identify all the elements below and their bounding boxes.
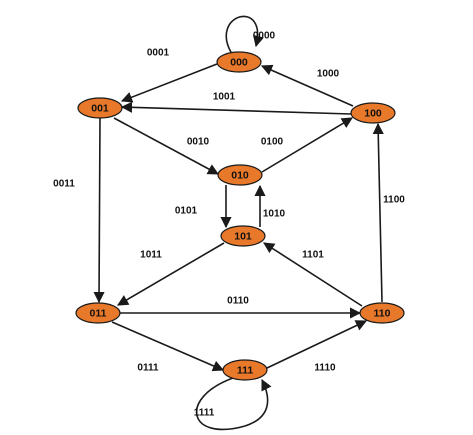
node-label-101: 101 [234, 230, 252, 242]
node-shape-101 [220, 225, 266, 247]
node-shape-010 [217, 164, 263, 186]
node-label-000: 000 [230, 56, 248, 68]
edge-label-1010: 1010 [263, 209, 286, 220]
edge-000-to-001 [120, 63, 218, 103]
edge-label-0010: 0010 [187, 137, 210, 148]
edge-label-1100: 1100 [383, 195, 405, 206]
edge-label-1011: 1011 [140, 250, 162, 261]
edge-001-to-010 [113, 117, 219, 175]
edge-label-0101: 0101 [175, 206, 198, 217]
node-010: 010 [217, 164, 263, 186]
node-001: 001 [77, 97, 123, 119]
node-label-001: 001 [91, 102, 109, 114]
edge-label-0111: 0111 [137, 363, 159, 374]
edge-label-1000: 1000 [317, 69, 340, 80]
node-label-011: 011 [90, 307, 107, 319]
edge-label-0001: 0001 [147, 48, 170, 59]
edge-100-to-000 [260, 64, 354, 107]
node-101: 101 [220, 225, 266, 247]
edge-110-to-100 [372, 122, 384, 303]
edge-label-0110: 0110 [227, 296, 249, 307]
node-100: 100 [350, 102, 396, 124]
node-label-111: 111 [237, 364, 254, 376]
edge-label-1101: 1101 [302, 250, 324, 261]
edge-label-1110: 1110 [314, 363, 336, 374]
node-shape-111 [222, 359, 268, 381]
edge-label-0011: 0011 [53, 179, 75, 190]
edge-110-to-101 [263, 242, 363, 307]
edges-layer [93, 15, 384, 431]
edge-101-to-011 [117, 242, 225, 306]
node-110: 110 [359, 302, 405, 324]
edge-label-0100: 0100 [261, 137, 284, 148]
node-shape-100 [350, 102, 396, 124]
edge-111-to-111 [195, 377, 272, 431]
edge-000-to-000 [225, 15, 264, 55]
node-label-110: 110 [374, 307, 391, 319]
edge-010-to-100 [261, 117, 353, 173]
edge-011-to-111 [111, 321, 225, 372]
node-shape-110 [359, 302, 405, 324]
node-label-100: 100 [364, 107, 382, 119]
node-shape-011 [75, 302, 121, 324]
node-shape-001 [77, 97, 123, 119]
node-111: 111 [222, 359, 268, 381]
node-label-010: 010 [231, 169, 249, 181]
node-shape-000 [216, 51, 262, 73]
node-011: 011 [75, 302, 121, 324]
edge-111-to-110 [266, 320, 368, 369]
edge-100-to-001 [120, 101, 352, 115]
edge-label-0000: 0000 [253, 31, 276, 42]
edge-label-1001: 1001 [213, 92, 236, 103]
edge-001-to-011 [93, 117, 105, 304]
node-000: 000 [216, 51, 262, 73]
edge-label-1111: 1111 [194, 408, 215, 419]
